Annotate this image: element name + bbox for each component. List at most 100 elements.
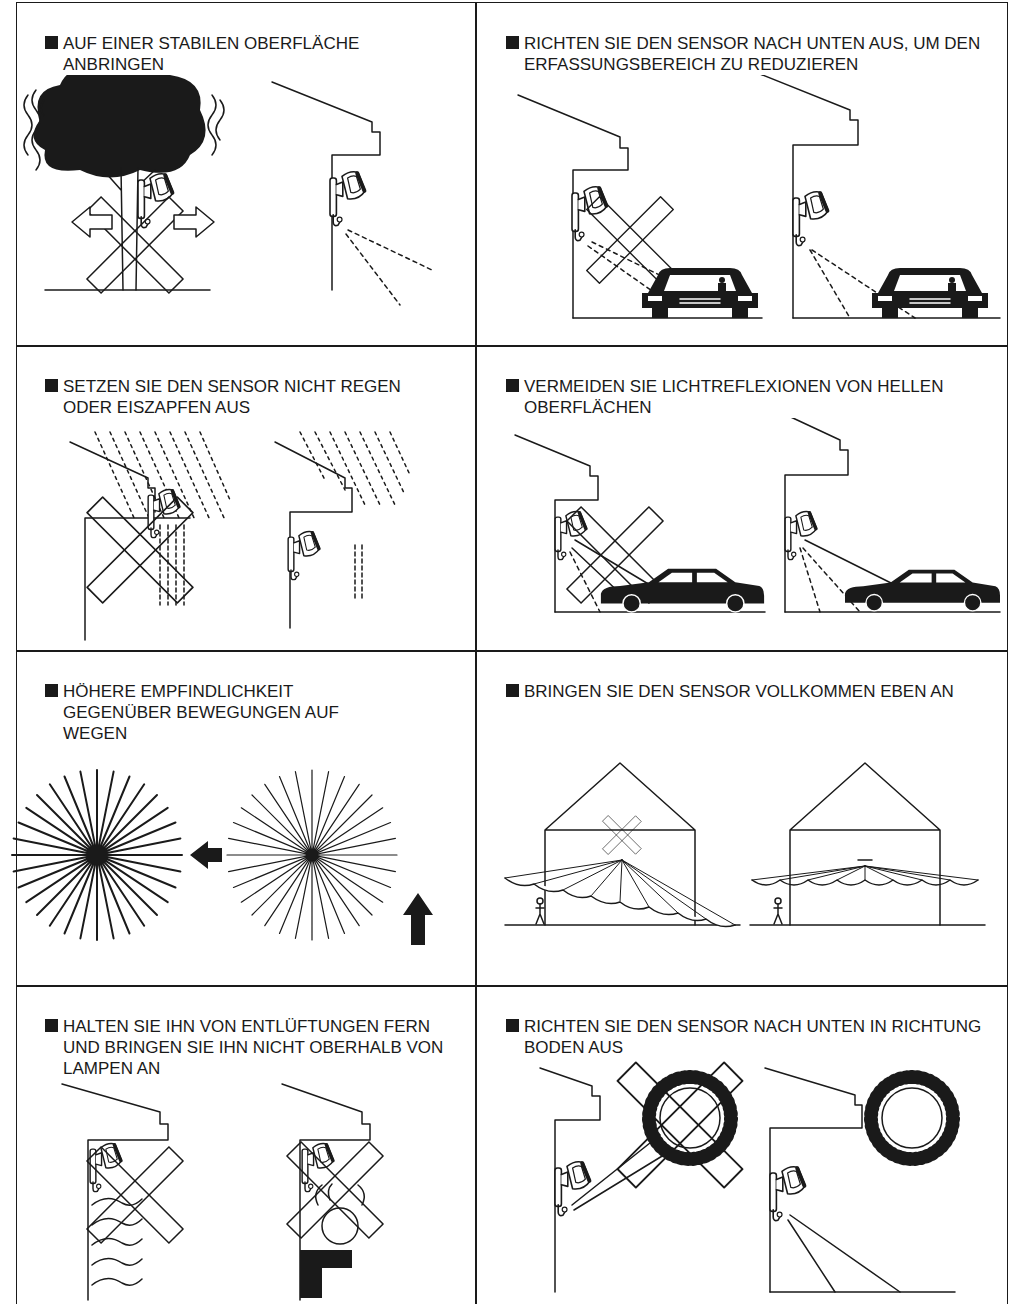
- panel-heading: AUF EINER STABILEN OBERFLÄCHE ANBRINGEN: [45, 33, 443, 75]
- level-house-part: [775, 898, 781, 904]
- lamp-below-scene-part: [282, 1084, 370, 1300]
- instruction-panel: AUF EINER STABILEN OBERFLÄCHE ANBRINGEN: [16, 2, 477, 347]
- bullet-square: [506, 1019, 519, 1032]
- direction-arrow: [403, 893, 433, 945]
- rain-exposed-scene-part: [87, 497, 193, 603]
- ground-facing-scene-part: [871, 1077, 953, 1159]
- no-reflection-scene: [765, 405, 1000, 612]
- reflection-scene: [515, 435, 765, 612]
- bullet-square: [45, 36, 58, 49]
- reflection-scene-part: [515, 435, 598, 612]
- detection-fan-toward-part: [227, 770, 397, 940]
- instruction-panel: HALTEN SIE IHN VON ENTLÜFTUNGEN FERN UND…: [16, 985, 477, 1304]
- level-house-part: [752, 880, 978, 885]
- tree-scene-part: [45, 289, 210, 291]
- rain-exposed-scene-part: [70, 442, 190, 640]
- panel-heading: RICHTEN SIE DEN SENSOR NACH UNTEN IN RIC…: [506, 1016, 984, 1058]
- no-reflection-scene-part: [765, 405, 848, 612]
- reduced-coverage-scene: [745, 68, 1000, 318]
- tree-scene-part: [24, 95, 32, 155]
- ground-facing-scene-part: [882, 1088, 942, 1148]
- panel-heading: HALTEN SIE IHN VON ENTLÜFTUNGEN FERN UND…: [45, 1016, 463, 1079]
- rain-protected-scene-part: [288, 532, 319, 580]
- level-house-part: [774, 904, 782, 924]
- instruction-panel: VERMEIDEN SIE LICHTREFLEXIONEN VON HELLE…: [475, 345, 1008, 652]
- level-house-part: [750, 924, 985, 926]
- ground-facing-scene-part: [788, 1215, 900, 1292]
- heading-text: HÖHERE EMPFINDLICHKEIT GEGENÜBER BEWEGUN…: [63, 681, 393, 744]
- lamp-below-scene-part: [302, 1144, 333, 1192]
- ground-facing-scene-part: [770, 1291, 955, 1293]
- sun-facing-scene-part: [617, 1062, 742, 1187]
- reflection-scene-part: [601, 569, 764, 612]
- rain-protected-scene-part: [275, 442, 352, 628]
- tree-scene-part: [138, 174, 173, 228]
- heading-text: HALTEN SIE IHN VON ENTLÜFTUNGEN FERN UND…: [63, 1016, 463, 1079]
- rain-exposed-scene: [70, 432, 230, 640]
- rain-protected-scene-part: [300, 432, 410, 505]
- heading-text: SETZEN SIE DEN SENSOR NICHT REGEN ODER E…: [63, 376, 423, 418]
- wall-scene: [272, 82, 432, 305]
- wide-coverage-scene-part: [587, 197, 674, 284]
- tilted-house: [505, 763, 740, 927]
- lamp-below-scene-part: [300, 1250, 352, 1298]
- tree-scene-part: [41, 100, 44, 116]
- tilted-house-part: [505, 924, 740, 926]
- no-reflection-scene-part: [845, 570, 1000, 611]
- heading-text: RICHTEN SIE DEN SENSOR NACH UNTEN AUS, U…: [524, 33, 984, 75]
- panel-heading: SETZEN SIE DEN SENSOR NICHT REGEN ODER E…: [45, 376, 423, 418]
- rain-protected-scene-part: [355, 545, 362, 600]
- tilted-house-part: [537, 898, 543, 904]
- wide-coverage-scene-part: [572, 187, 607, 241]
- lamp-below-scene-part: [287, 1142, 383, 1238]
- sun-facing-scene: [540, 1062, 743, 1292]
- bullet-square: [506, 379, 519, 392]
- bullet-square: [506, 684, 519, 697]
- instruction-panel: RICHTEN SIE DEN SENSOR NACH UNTEN IN RIC…: [475, 985, 1008, 1304]
- sun-facing-scene-part: [540, 1068, 600, 1292]
- instruction-panel: BRINGEN SIE DEN SENSOR VOLLKOMMEN EBEN A…: [475, 650, 1008, 987]
- reduced-coverage-scene-part: [745, 68, 858, 318]
- bullet-square: [506, 36, 519, 49]
- tree-scene: [24, 64, 224, 294]
- tree-scene-part: [72, 207, 112, 237]
- panel-heading: RICHTEN SIE DEN SENSOR NACH UNTEN AUS, U…: [506, 33, 984, 75]
- ground-facing-scene: [765, 1068, 955, 1292]
- wall-scene-part: [272, 82, 380, 290]
- tree-scene-part: [216, 100, 224, 140]
- vent-scene-part: [87, 1147, 183, 1243]
- heading-text: VERMEIDEN SIE LICHTREFLEXIONEN VON HELLE…: [524, 376, 964, 418]
- wide-coverage-scene-part: [642, 268, 758, 318]
- lamp-below-scene-part: [322, 1208, 358, 1244]
- detection-fan-sideways-part: [12, 770, 182, 940]
- level-house-part: [752, 866, 978, 880]
- tree-scene-part: [208, 95, 216, 155]
- heading-text: AUF EINER STABILEN OBERFLÄCHE ANBRINGEN: [63, 33, 443, 75]
- bullet-square: [45, 684, 58, 697]
- level-house-part: [790, 763, 940, 925]
- tilted-house-part: [603, 816, 641, 854]
- bullet-square: [45, 379, 58, 392]
- ground-facing-scene-part: [770, 1167, 805, 1221]
- tree-scene-part: [32, 90, 40, 170]
- instruction-panel: RICHTEN SIE DEN SENSOR NACH UNTEN AUS, U…: [475, 2, 1008, 347]
- heading-text: RICHTEN SIE DEN SENSOR NACH UNTEN IN RIC…: [524, 1016, 984, 1058]
- sun-facing-scene-part: [555, 1162, 590, 1216]
- lamp-below-scene: [282, 1084, 383, 1300]
- instruction-panel: HÖHERE EMPFINDLICHKEIT GEGENÜBER BEWEGUN…: [16, 650, 477, 987]
- tree-scene-part: [34, 64, 206, 178]
- detection-fan-sideways: [12, 770, 222, 940]
- wide-coverage-scene-part: [518, 95, 628, 318]
- tilted-house-part: [505, 878, 735, 927]
- instruction-panel: SETZEN SIE DEN SENSOR NICHT REGEN ODER E…: [16, 345, 477, 652]
- wall-scene-part: [330, 172, 365, 226]
- reduced-coverage-scene-part: [793, 192, 828, 246]
- tilted-house-part: [505, 860, 735, 925]
- no-reflection-scene-part: [805, 540, 895, 585]
- level-house-part: [858, 859, 872, 861]
- tilted-house-part: [536, 904, 544, 924]
- tree-scene-part: [87, 197, 183, 293]
- panel-heading: HÖHERE EMPFINDLICHKEIT GEGENÜBER BEWEGUN…: [45, 681, 393, 744]
